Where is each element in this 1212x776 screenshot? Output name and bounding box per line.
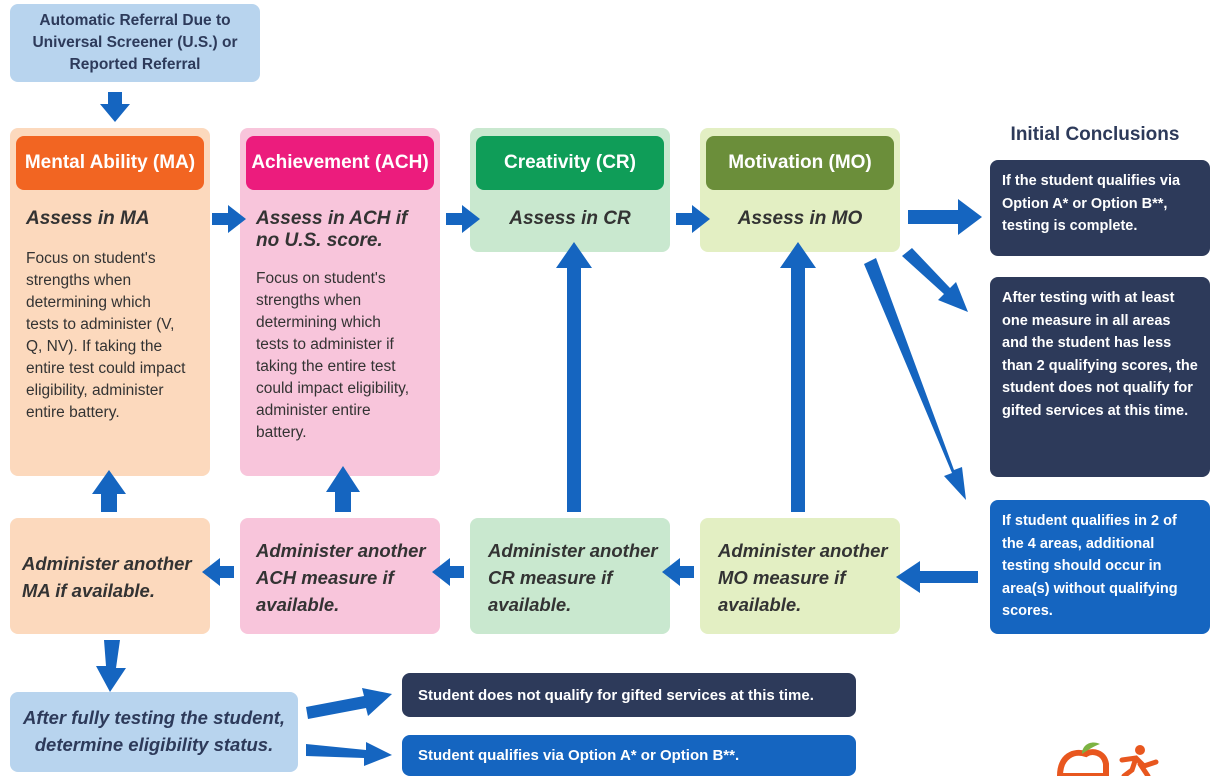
ach-body: Focus on student's strengths when determ… <box>256 270 410 441</box>
arrow-additional-to-mo <box>896 561 978 593</box>
conclusion-complete: If the student qualifies via Option A* o… <box>990 160 1210 256</box>
apple-and-runner-logo <box>1056 742 1159 776</box>
conclusion-additional-testing: If student qualifies in 2 of the 4 areas… <box>990 500 1210 634</box>
ma-body: Focus on student's strengths when determ… <box>26 250 186 421</box>
arrow-ma-down <box>96 640 126 692</box>
arrow-final-to-qualifies <box>306 742 392 766</box>
ma-retry-box <box>10 518 210 634</box>
cr-title: Creativity (CR) <box>476 136 664 190</box>
arrow-ach-to-ma-retry <box>202 558 234 586</box>
mo-retry-box <box>700 518 900 634</box>
arrow-mo-to-cr-retry <box>662 558 694 586</box>
ma-assess: Assess in MA <box>26 208 150 229</box>
mo-title: Motivation (MO) <box>706 136 894 190</box>
mo-assess: Assess in MO <box>737 208 863 229</box>
ach-assess: Assess in ACH if no U.S. score. <box>256 208 408 251</box>
conclusions-title: Initial Conclusions <box>1010 124 1180 145</box>
arrow-cr-retry-up <box>556 242 592 512</box>
ach-retry-box <box>240 518 440 634</box>
ach-retry-text: Administer another ACH measure if availa… <box>256 540 426 615</box>
ma-title: Mental Ability (MA) <box>16 136 204 190</box>
cr-retry-box <box>470 518 670 634</box>
arrow-ma-retry-up <box>92 470 126 512</box>
arrow-ach-retry-up <box>326 466 360 512</box>
arrow-mo-to-complete <box>908 199 982 235</box>
cr-retry-text: Administer another CR measure if availab… <box>488 540 658 615</box>
referral-text: Automatic Referral Due to Universal Scre… <box>32 12 238 73</box>
mo-retry-text: Administer another MO measure if availab… <box>718 540 888 615</box>
arrow-ach-to-cr <box>446 205 480 233</box>
ach-title: Achievement (ACH) <box>246 136 434 190</box>
conclusion-not-qualify: After testing with at least one measure … <box>990 277 1210 477</box>
arrow-cr-to-mo <box>676 205 710 233</box>
arrow-mo-to-not-qualify <box>902 248 968 312</box>
arrow-final-to-not-qualify <box>306 688 392 719</box>
outcome-qualifies: Student qualifies via Option A* or Optio… <box>402 735 856 776</box>
arrow-ma-to-ach <box>212 205 246 233</box>
final-text: After fully testing the student, determi… <box>22 707 286 755</box>
arrow-referral-down <box>100 92 130 122</box>
cr-assess: Assess in CR <box>509 208 631 229</box>
arrow-mo-retry-up <box>780 242 816 512</box>
referral-box: Automatic Referral Due to Universal Scre… <box>10 4 260 82</box>
arrow-mo-to-additional <box>864 258 966 500</box>
arrow-cr-to-ach-retry <box>432 558 464 586</box>
ma-retry-text: Administer another MA if available. <box>22 553 192 601</box>
final-box <box>10 692 298 772</box>
outcome-not-qualify: Student does not qualify for gifted serv… <box>402 673 856 717</box>
